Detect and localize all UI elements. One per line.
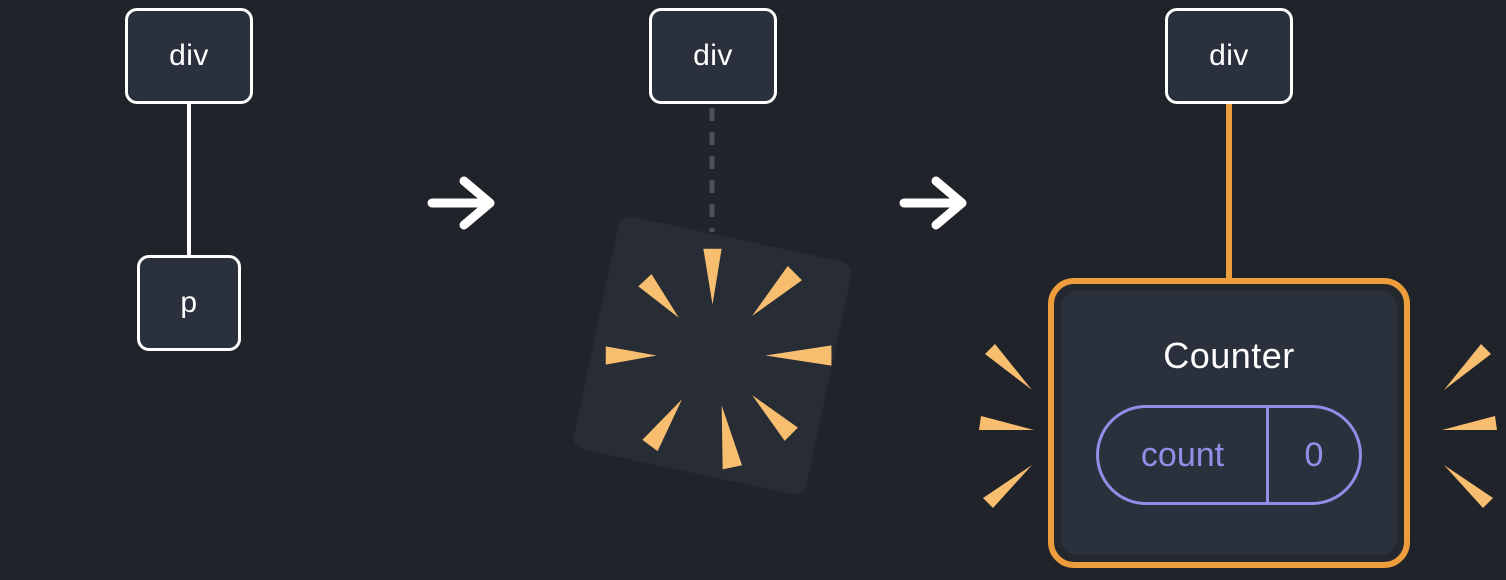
spark-burst-icon xyxy=(1432,335,1504,515)
right-arrow-icon xyxy=(896,171,974,235)
tree-node-p-stage1: p xyxy=(137,255,241,351)
tree-node-label: div xyxy=(169,39,209,72)
tree-node-div-stage1: div xyxy=(125,8,253,104)
right-arrow-icon xyxy=(424,171,502,235)
spark-burst-icon xyxy=(972,335,1044,515)
tree-edge-dashed xyxy=(705,104,719,236)
explosion-icon xyxy=(560,203,865,508)
counter-panel: Counter count 0 xyxy=(1061,291,1397,555)
tree-node-div-stage2: div xyxy=(649,8,777,104)
tree-edge-solid xyxy=(187,104,191,255)
state-value: 0 xyxy=(1304,435,1324,474)
tree-node-label: p xyxy=(180,286,198,319)
tree-node-label: div xyxy=(1209,39,1249,72)
state-pill: count 0 xyxy=(1096,405,1362,505)
component-title: Counter xyxy=(1163,335,1295,376)
tree-node-label: div xyxy=(693,39,733,72)
tree-node-div-stage3: div xyxy=(1165,8,1293,104)
counter-component: Counter count 0 xyxy=(1048,278,1410,568)
tree-edge-orange xyxy=(1226,104,1232,280)
state-key: count xyxy=(1099,408,1269,502)
